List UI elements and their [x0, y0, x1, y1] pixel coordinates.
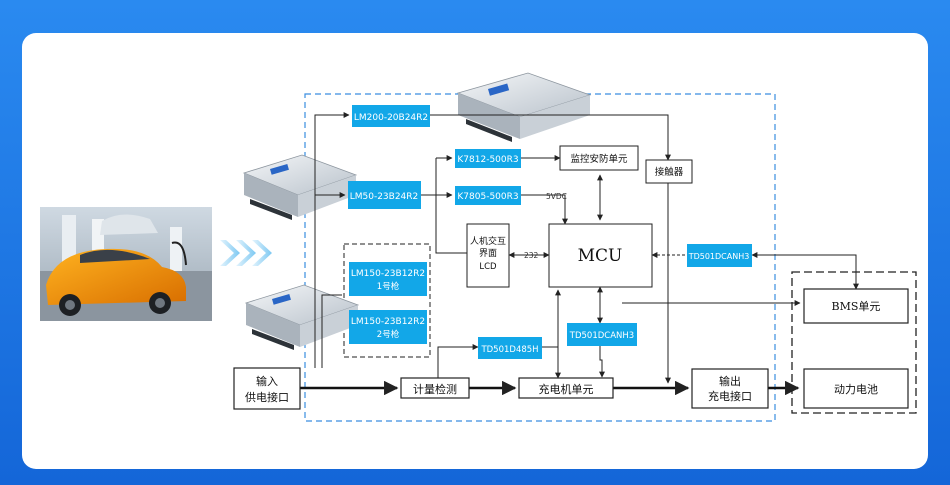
- 5vdc-label: 5VDC: [546, 192, 567, 201]
- lm50-label: LM50-23B24R2: [350, 192, 419, 202]
- lm200-label: LM200-20B24R2: [354, 113, 428, 123]
- contactor-label: 接触器: [655, 166, 684, 178]
- k7805-label: K7805-500R3: [457, 192, 518, 202]
- hmi-label-line3: LCD: [479, 262, 497, 272]
- bms-box: BMS单元: [803, 288, 909, 324]
- input-label-line1: 输入: [256, 374, 278, 388]
- lm200-module: LM200-20B24R2: [352, 105, 430, 127]
- rs232-label: 232: [524, 251, 539, 260]
- tdcan-mid-module: TD501DCANH3: [567, 323, 637, 346]
- k7812-label: K7812-500R3: [457, 155, 518, 165]
- power-supply-module-icon: [456, 72, 592, 142]
- output-label-line1: 输出: [719, 374, 741, 388]
- lm150-1-label: LM150-23B12R2: [351, 269, 425, 279]
- tdcan-right-label: TD501DCANH3: [688, 252, 750, 261]
- tdcan-right-module: TD501DCANH3: [687, 244, 752, 267]
- metering-label: 计量检测: [413, 382, 457, 396]
- k7805-module: K7805-500R3: [455, 186, 521, 205]
- lm150-group-boundary: [343, 243, 431, 358]
- td485-module: TD501D485H: [478, 337, 542, 359]
- charger-unit-label: 充电机单元: [539, 382, 594, 396]
- td485-label: TD501D485H: [480, 345, 538, 355]
- security-unit-box: 监控安防单元: [559, 145, 639, 171]
- security-unit-label: 监控安防单元: [570, 153, 628, 165]
- battery-label: 动力电池: [834, 383, 878, 396]
- output-interface-box: 输出 充电接口: [691, 368, 769, 409]
- power-supply-module-icon: [242, 154, 358, 220]
- mcu-label: MCU: [578, 246, 623, 266]
- output-label-line2: 充电接口: [708, 389, 752, 403]
- lm150-2-gun-label: 2号枪: [377, 329, 400, 340]
- contactor-box: 接触器: [645, 159, 693, 184]
- charger-unit-box: 充电机单元: [518, 377, 614, 399]
- bms-label: BMS单元: [832, 300, 881, 313]
- lm50-module: LM50-23B24R2: [348, 181, 421, 209]
- system-diagram: LM200-20B24R2 LM50-23B24R2 K7812-500R3 K…: [40, 72, 917, 422]
- metering-box: 计量检测: [400, 377, 470, 399]
- diagram-card: LM200-20B24R2 LM50-23B24R2 K7812-500R3 K…: [22, 33, 928, 469]
- k7812-module: K7812-500R3: [455, 149, 521, 168]
- hmi-label-line2: 界面: [479, 248, 497, 259]
- hmi-box: 人机交互 界面 LCD: [466, 223, 510, 288]
- lm150-1-module: LM150-23B12R2 1号枪: [349, 262, 427, 296]
- mcu-box: MCU: [548, 223, 653, 288]
- chevron-right-icon: [220, 240, 272, 266]
- lm150-2-module: LM150-23B12R2 2号枪: [349, 310, 427, 344]
- input-interface-box: 输入 供电接口: [233, 367, 301, 410]
- lm150-1-gun-label: 1号枪: [377, 281, 400, 292]
- connectors: [314, 112, 859, 384]
- battery-box: 动力电池: [803, 368, 909, 409]
- input-label-line2: 供电接口: [245, 390, 289, 404]
- tdcan-mid-label: TD501DCANH3: [569, 331, 634, 341]
- lm150-2-label: LM150-23B12R2: [351, 317, 425, 327]
- hmi-label-line1: 人机交互: [470, 235, 506, 247]
- car-charging-photo: [40, 207, 212, 321]
